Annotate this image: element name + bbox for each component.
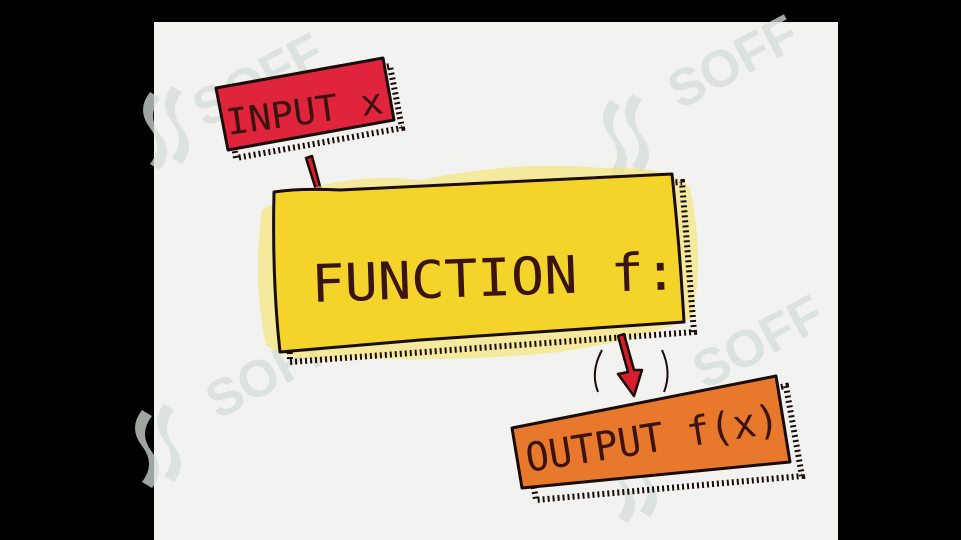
sd-logo-icon (135, 404, 181, 488)
output-arrow (593, 332, 669, 398)
output-box: OUTPUT f(x) (510, 374, 806, 504)
watermark-text: SOFF (658, 4, 808, 120)
sd-logo-icon (143, 86, 189, 170)
sd-logo-icon (603, 94, 649, 178)
function-box: FUNCTION f: (257, 165, 699, 366)
function-label: FUNCTION f: (310, 242, 678, 315)
watermark-top-right: SOFF (603, 4, 808, 178)
